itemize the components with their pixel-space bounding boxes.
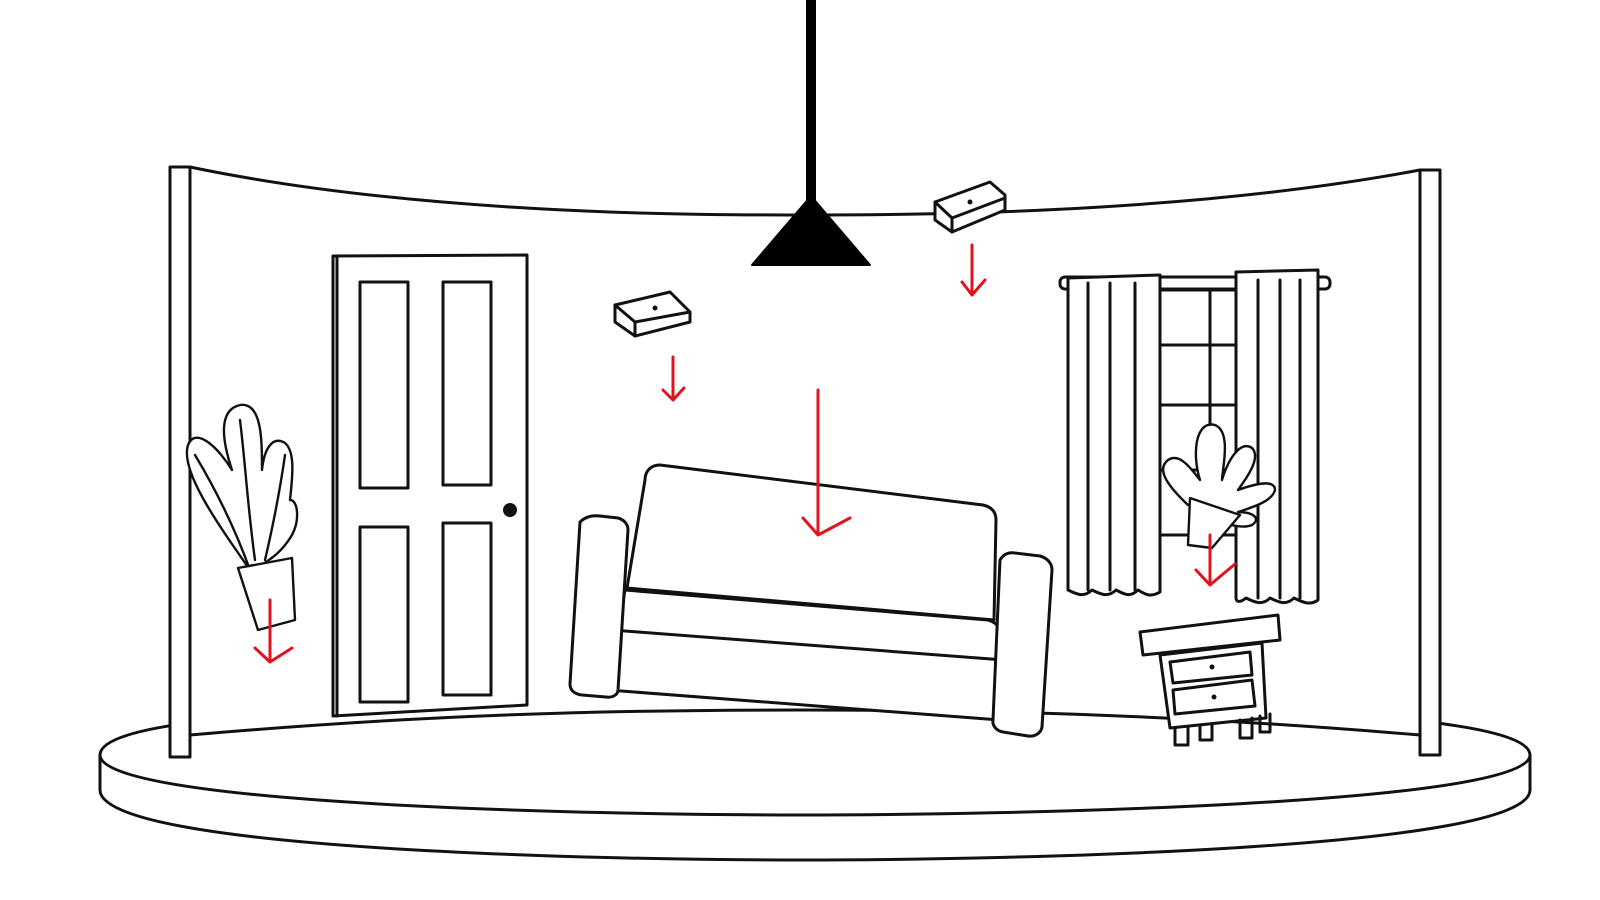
down-arrow-icon xyxy=(661,355,686,402)
down-arrow-icon xyxy=(801,388,852,537)
pendant-lamp-icon xyxy=(751,0,871,266)
smoke-detector-icon xyxy=(933,180,1007,234)
potted-plant-icon xyxy=(1162,423,1277,550)
nightstand-icon xyxy=(1138,613,1282,747)
sofa-icon xyxy=(568,463,1054,738)
down-arrow-icon xyxy=(253,598,294,664)
smoke-detector-icon xyxy=(613,290,692,338)
door-icon xyxy=(331,253,529,718)
potted-plant-icon xyxy=(185,403,299,632)
down-arrow-icon xyxy=(1194,533,1237,587)
window-curtains-icon xyxy=(1058,268,1332,605)
down-arrow-icon xyxy=(960,243,987,297)
